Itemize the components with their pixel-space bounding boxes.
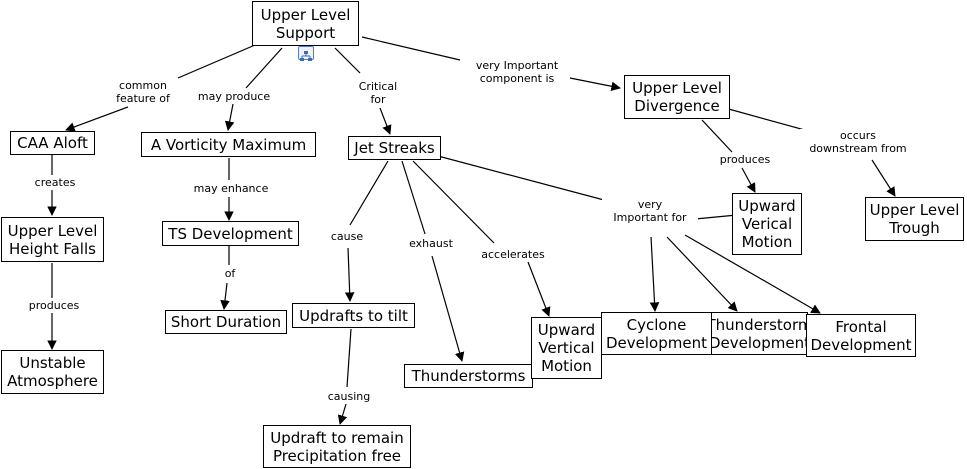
node-ts-development[interactable]: TS Development [162,221,299,246]
line-support-common [177,44,256,79]
node-vorticity-maximum[interactable]: A Vorticity Maximum [141,132,316,157]
line-jet-important [437,155,605,201]
line-support-mayproduce [245,47,283,89]
link-label-may-produce: may produce [190,90,278,103]
concept-map-expand-icon[interactable] [298,46,314,61]
line-important-frontal [684,234,821,314]
line-occurs-trough [871,159,896,197]
node-short-duration[interactable]: Short Duration [165,310,287,334]
line-exhaust-thunder [431,255,465,362]
line-common-caa [65,106,129,132]
node-caa-aloft[interactable]: CAA Aloft [10,131,95,155]
link-label-common-feature-of: common feature of [108,79,178,105]
link-label-accelerates: accelerates [474,248,552,261]
line-produces-upward [741,167,756,193]
line-support-component [361,36,461,61]
node-updrafts-to-tilt[interactable]: Updrafts to tilt [292,303,415,328]
node-jet-streaks[interactable]: Jet Streaks [348,136,441,160]
line-updrafts-causing [346,328,352,388]
line-jet-cause [349,160,389,226]
line-critical-jet [379,107,392,135]
link-label-exhaust: exhaust [401,237,461,250]
node-upward-vertical-motion[interactable]: Upward Vertical Motion [531,317,602,379]
line-component-divergence [569,77,621,92]
link-label-may-enhance: may enhance [186,182,276,195]
line-support-critical [334,47,361,74]
node-upper-level-divergence[interactable]: Upper Level Divergence [624,75,730,119]
node-upper-level-height-falls[interactable]: Upper Level Height Falls [1,217,104,262]
node-unstable-atmosphere[interactable]: Unstable Atmosphere [1,350,104,394]
node-cyclone-development[interactable]: Cyclone Development [601,312,712,355]
link-label-creates: creates [26,176,84,189]
line-causing-precip [337,403,348,425]
line-upward-important [694,214,738,220]
line-div-produces [701,119,733,153]
line-jet-exhaust [401,160,426,235]
node-upper-level-trough[interactable]: Upper Level Trough [865,197,964,241]
link-label-produces-unstable: produces [20,299,88,312]
line-important-cyclone [649,236,660,312]
link-label-very-important-component: very Important component is [464,59,570,85]
link-label-critical-for: Critical for [348,80,408,106]
link-label-produces-upward: produces [712,153,778,166]
link-label-occurs-downstream: occurs downstream from [800,129,916,155]
node-thunderstorm-development[interactable]: Thunderstorm Development [711,312,808,355]
line-cause-updrafts [344,247,355,302]
link-label-cause: cause [322,230,372,243]
link-label-causing: causing [320,390,378,403]
line-accelerates-uvm [527,261,551,317]
line-mayproduce-vort [224,103,235,131]
link-label-very-important-for: very Important for [602,198,698,224]
line-important-thunderdev [666,236,738,312]
line-div-occurs [724,107,813,133]
node-upward-verical-motion[interactable]: Upward Verical Motion [732,193,802,255]
node-updraft-precipitation-free[interactable]: Updraft to remain Precipitation free [263,425,411,468]
node-upper-level-support[interactable]: Upper Level Support [252,1,359,46]
link-label-of: of [216,267,244,280]
node-frontal-development[interactable]: Frontal Development [806,314,916,357]
line-of-short [220,282,230,310]
node-thunderstorms[interactable]: Thunderstorms [404,364,533,388]
line-jet-accelerates [412,160,495,244]
